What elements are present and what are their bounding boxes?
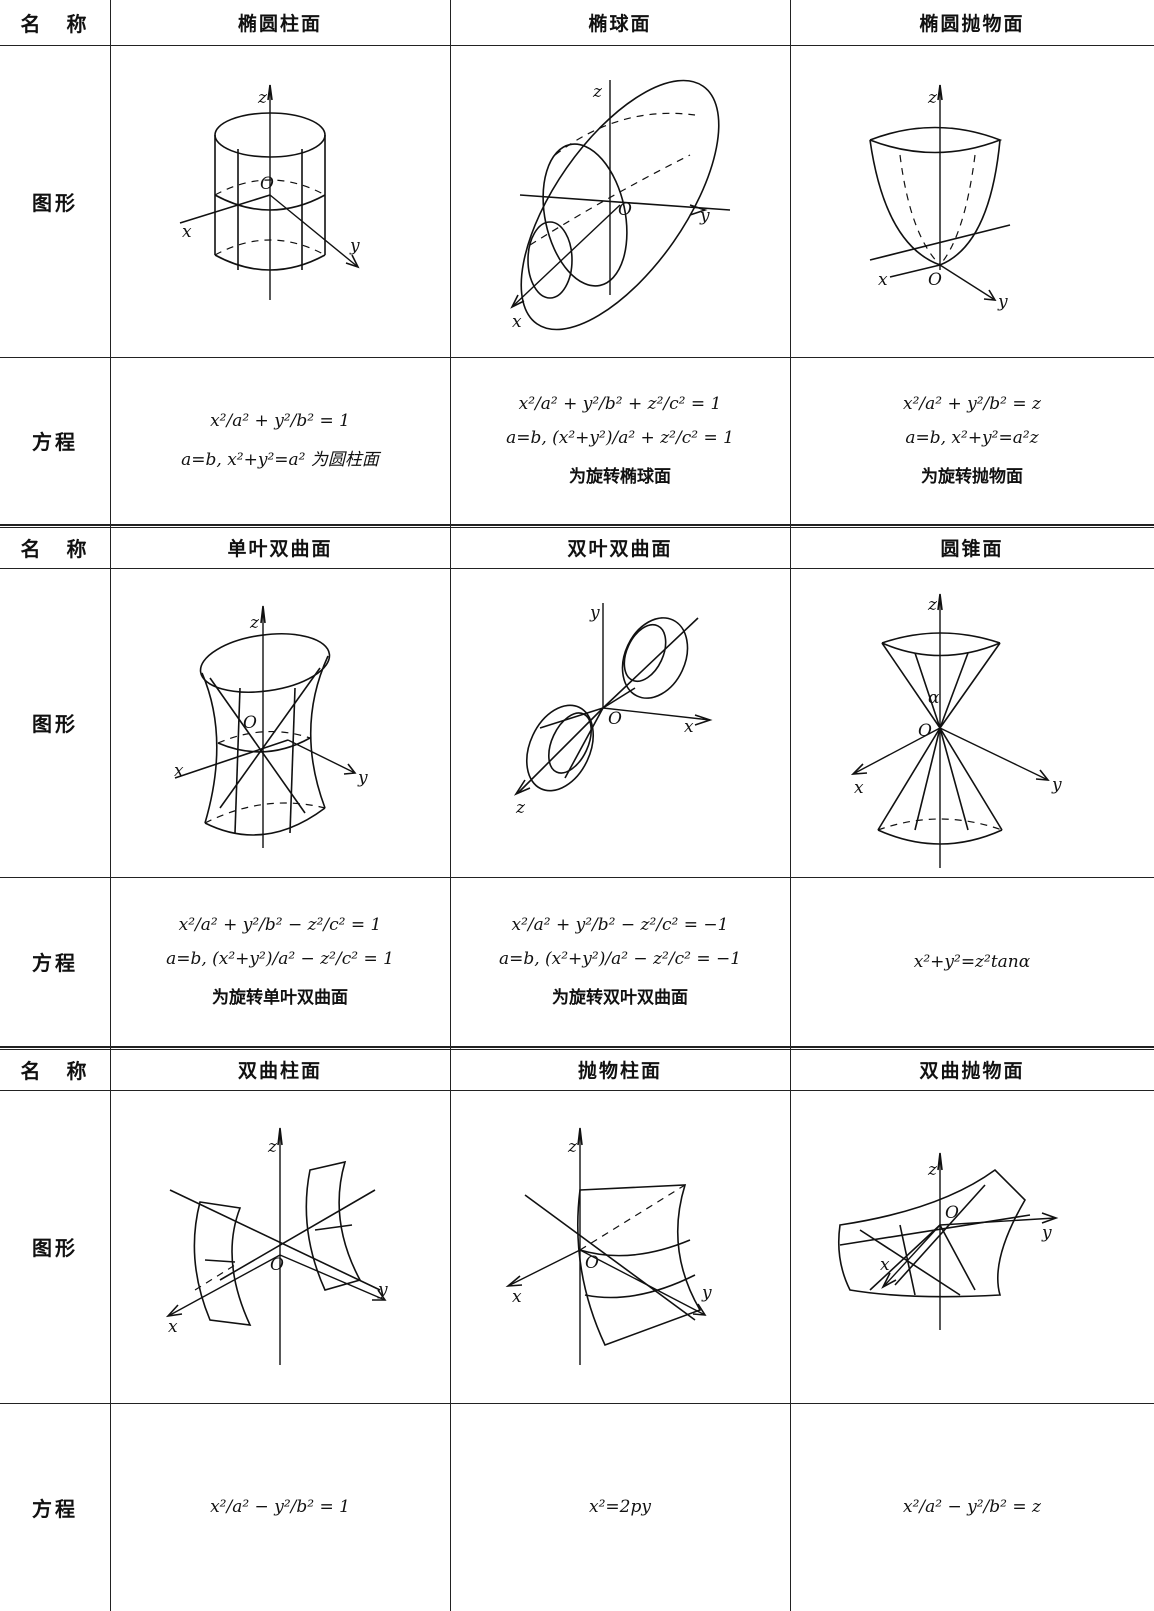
equation-note: 为旋转椭球面 [569, 467, 671, 487]
x-axis-label: x [878, 270, 888, 290]
z-axis-label: z [927, 1160, 938, 1180]
equation-line: x²/a² + y²/b² − z²/c² = −1 [511, 915, 729, 935]
equation-line: a=b, (x²+y²)/a² − z²/c² = 1 [166, 949, 394, 969]
z-axis-label: z [927, 88, 938, 108]
x-axis-label: x [182, 222, 192, 242]
alpha-label: α [928, 688, 940, 708]
x-axis-label: x [512, 1287, 522, 1307]
equation-line: a=b, (x²+y²)/a² − z²/c² = −1 [498, 949, 742, 969]
elliptic-paraboloid-figure: z O x y [869, 84, 1011, 312]
y-axis-label: y [349, 236, 360, 256]
equation-line: a=b, x²+y²=a²z [905, 428, 1039, 448]
parabolic-cylinder-figure: z O x y [505, 1127, 712, 1365]
equation-line: x²/a² − y²/b² = z [903, 1497, 1041, 1517]
equation-line: x²/a² + y²/b² = 1 [210, 411, 350, 431]
y-axis-label: y [589, 603, 600, 623]
surface-name: 圆锥面 [940, 538, 1004, 560]
origin-label: O [585, 1253, 599, 1273]
x-axis-label: x [854, 778, 864, 798]
row-label-equation: 方程 [32, 430, 78, 454]
y-axis-label: y [377, 1280, 388, 1300]
equation-line: x²+y²=z²tanα [913, 951, 1031, 972]
row-label-equation: 方程 [32, 951, 78, 975]
ellipsoid-figure: z O y x [510, 79, 731, 332]
equation-line: x²=2py [589, 1497, 651, 1517]
x-axis-label: x [174, 761, 184, 781]
equation-line: x²/a² + y²/b² + z²/c² = 1 [518, 394, 722, 414]
origin-label: O [945, 1203, 959, 1223]
z-axis-label: z [515, 798, 526, 818]
z-axis-label: z [927, 595, 938, 615]
hyperboloid-one-sheet-figure: z O x y [174, 605, 368, 848]
surface-name: 双曲抛物面 [919, 1060, 1025, 1082]
z-axis-label: z [567, 1137, 578, 1157]
origin-label: O [243, 713, 257, 733]
row-label-figure: 图形 [32, 190, 78, 215]
equation-line: x²/a² + y²/b² − z²/c² = 1 [178, 915, 382, 935]
row-label-name: 名 称 [20, 537, 90, 561]
x-axis-label: x [684, 717, 694, 737]
row-label-name: 名 称 [20, 12, 90, 36]
hyperboloid-two-sheets-figure: y O x z [513, 603, 713, 818]
origin-label: O [618, 200, 632, 220]
surface-name: 椭圆抛物面 [919, 13, 1025, 35]
equation-cell: x²/a² + y²/b² + z²/c² = 1 a=b, (x²+y²)/a… [450, 357, 790, 524]
surface-name: 双叶双曲面 [567, 538, 673, 560]
equation-line: a=b, x²+y²=a² 为圆柱面 [181, 450, 379, 470]
equation-line: x²/a² + y²/b² = z [903, 394, 1041, 414]
z-axis-label: z [267, 1137, 278, 1157]
row-label-figure: 图形 [32, 712, 78, 736]
equation-cell: x²/a² + y²/b² = 1 a=b, x²+y²=a² 为圆柱面 [110, 357, 450, 524]
equation-line: x²/a² − y²/b² = 1 [210, 1497, 350, 1517]
y-axis-label: y [357, 768, 368, 788]
y-axis-label: y [1051, 775, 1062, 795]
z-axis-label: z [592, 82, 603, 102]
surface-name: 双曲柱面 [237, 1060, 322, 1082]
row-label-figure: 图形 [32, 1236, 78, 1260]
equation-line: a=b, (x²+y²)/a² + z²/c² = 1 [506, 428, 734, 448]
elliptic-cylinder-figure: z O x y [179, 84, 360, 300]
hyperbolic-paraboloid-figure: z O y x [837, 1152, 1059, 1330]
surface-name: 椭圆柱面 [237, 13, 322, 35]
surface-name: 单叶双曲面 [227, 538, 333, 560]
surface-name: 椭球面 [588, 13, 652, 35]
origin-label: O [608, 709, 622, 729]
equation-note: 为旋转双叶双曲面 [552, 988, 688, 1008]
origin-label: O [928, 270, 942, 290]
z-axis-label: z [249, 613, 260, 633]
equation-cell: x²/a² − y²/b² = 1 [110, 1403, 450, 1611]
equation-cell: x²/a² + y²/b² = z a=b, x²+y²=a²z 为旋转抛物面 [790, 357, 1154, 524]
origin-label: O [260, 174, 274, 194]
equation-cell: x²/a² + y²/b² − z²/c² = −1 a=b, (x²+y²)/… [450, 877, 790, 1046]
equation-note: 为旋转抛物面 [921, 467, 1023, 487]
row-label-name: 名 称 [20, 1059, 90, 1083]
equation-cell: x²+y²=z²tanα [790, 877, 1154, 1046]
equation-cell: x²/a² − y²/b² = z [790, 1403, 1154, 1611]
row-label-equation: 方程 [32, 1496, 78, 1521]
y-axis-label: y [699, 206, 710, 226]
surface-name: 抛物柱面 [577, 1060, 662, 1082]
equation-cell: x²/a² + y²/b² − z²/c² = 1 a=b, (x²+y²)/a… [110, 877, 450, 1046]
y-axis-label: y [997, 292, 1008, 312]
y-axis-label: y [701, 1283, 712, 1303]
origin-label: O [918, 721, 932, 741]
origin-label: O [270, 1255, 284, 1275]
equation-note: 为旋转单叶双曲面 [212, 988, 348, 1008]
x-axis-label: x [880, 1255, 890, 1275]
z-axis-label: z [257, 88, 268, 108]
circular-cone-figure: z α O x y [850, 593, 1062, 868]
x-axis-label: x [168, 1317, 178, 1337]
x-axis-label: x [512, 312, 522, 332]
y-axis-label: y [1041, 1223, 1052, 1243]
equation-cell: x²=2py [450, 1403, 790, 1611]
hyperbolic-cylinder-figure: z O y x [165, 1127, 388, 1365]
